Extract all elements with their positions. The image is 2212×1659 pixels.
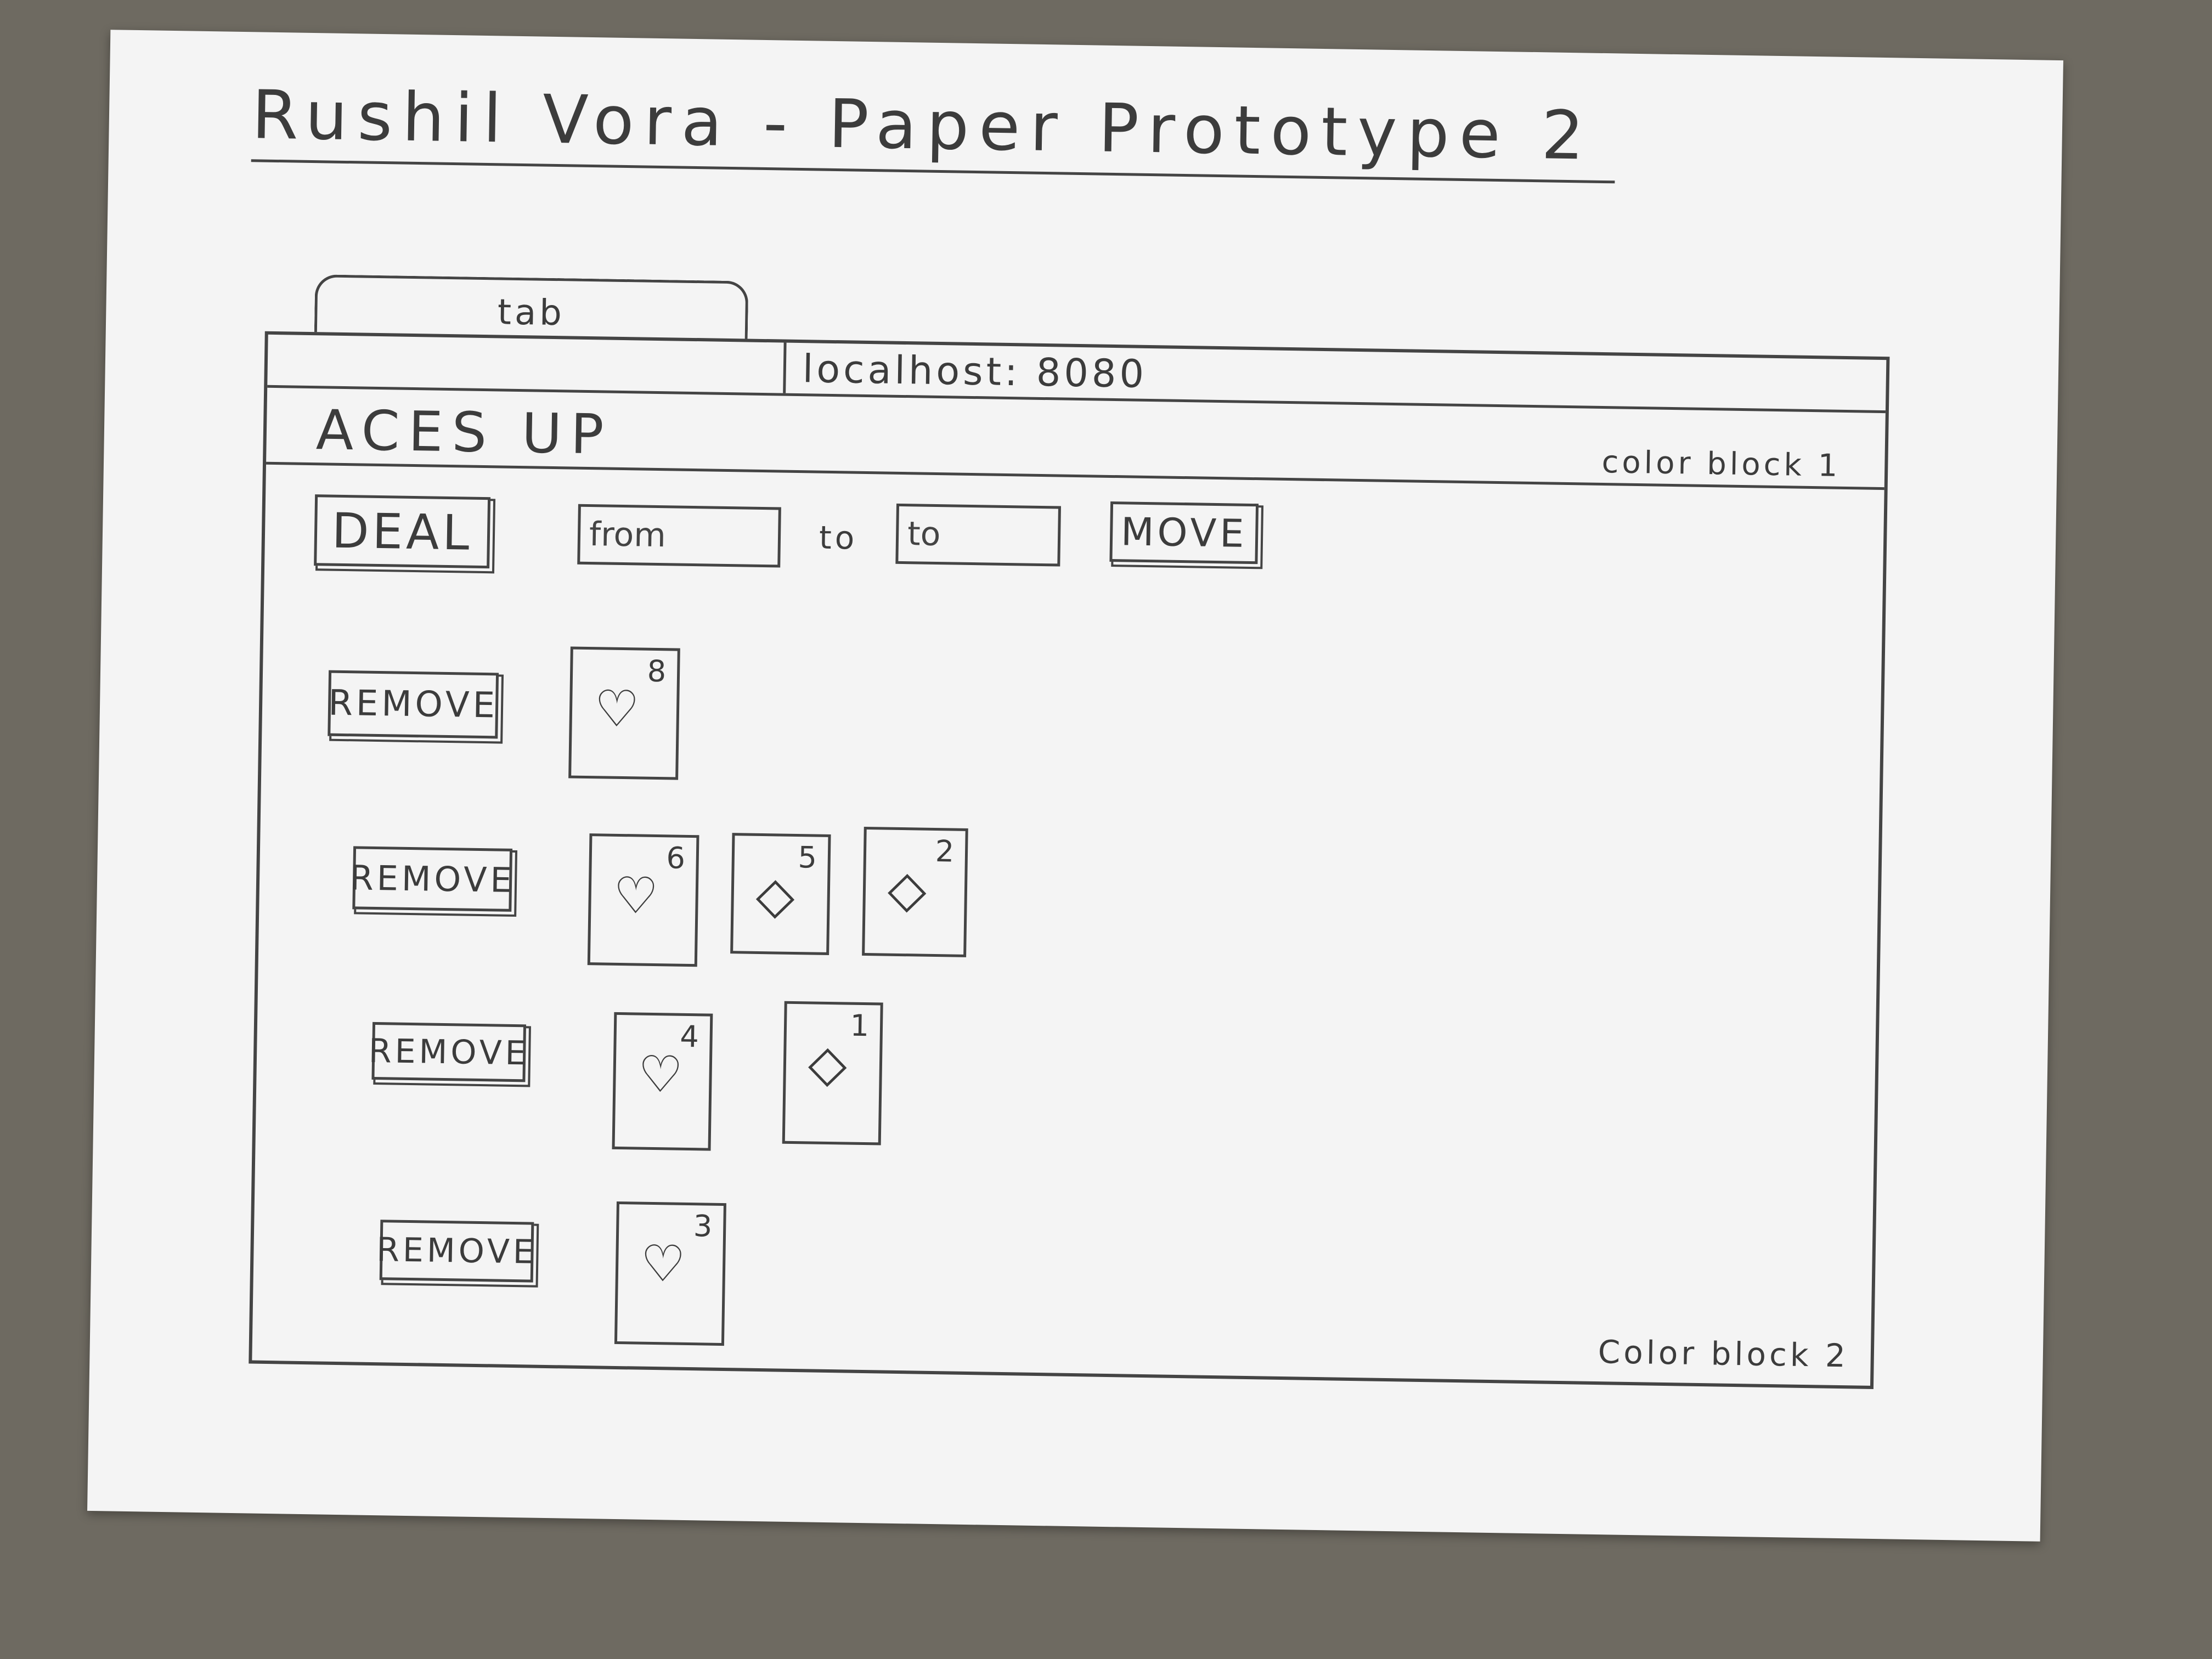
card-column-3-2[interactable]: 1 ◇ bbox=[782, 1001, 883, 1146]
card-rank: 5 bbox=[798, 840, 821, 875]
card-rank: 2 bbox=[935, 834, 958, 869]
remove-button-column-1[interactable]: REMOVE bbox=[328, 670, 499, 739]
browser-tab-label: tab bbox=[497, 292, 566, 334]
app-title: ACES UP bbox=[315, 398, 613, 467]
heart-icon: ♡ bbox=[640, 1234, 690, 1294]
card-column-4-1[interactable]: 3 ♡ bbox=[614, 1201, 726, 1346]
sheet-title: Rushil Vora - Paper Prototype 2 bbox=[251, 76, 1617, 184]
heart-icon: ♡ bbox=[637, 1045, 687, 1104]
remove-button-column-2[interactable]: REMOVE bbox=[349, 846, 515, 912]
url-text[interactable]: localhost: 8080 bbox=[802, 346, 1148, 397]
move-button[interactable]: MOVE bbox=[1109, 501, 1259, 565]
card-rank: 8 bbox=[647, 653, 670, 689]
remove-button-column-3[interactable]: REMOVE bbox=[368, 1022, 529, 1082]
diamond-icon: ◇ bbox=[808, 1034, 851, 1093]
from-field[interactable] bbox=[577, 504, 781, 568]
color-block-2-label: Color block 2 bbox=[1598, 1333, 1849, 1375]
address-bar-divider bbox=[783, 342, 787, 393]
card-rank: 3 bbox=[693, 1209, 716, 1244]
card-column-2-1[interactable]: 6 ♡ bbox=[587, 833, 699, 967]
deal-button[interactable]: DEAL bbox=[314, 494, 491, 569]
card-column-3-1[interactable]: 4 ♡ bbox=[612, 1012, 713, 1151]
card-column-1-1[interactable]: 8 ♡ bbox=[568, 646, 680, 780]
card-column-2-2[interactable]: 5 ◇ bbox=[730, 833, 831, 955]
diamond-icon: ◇ bbox=[755, 865, 799, 926]
heart-icon: ♡ bbox=[612, 866, 663, 926]
browser-window: localhost: 8080 ACES UP color block 1 DE… bbox=[249, 331, 1890, 1389]
card-rank: 1 bbox=[850, 1008, 873, 1043]
color-block-1-label: color block 1 bbox=[1601, 444, 1841, 484]
card-rank: 6 bbox=[665, 840, 689, 876]
diamond-icon: ◇ bbox=[887, 859, 930, 919]
paper-sheet: Rushil Vora - Paper Prototype 2 tab loca… bbox=[87, 30, 2063, 1542]
to-label: to bbox=[819, 518, 858, 557]
heart-icon: ♡ bbox=[594, 679, 644, 739]
card-column-2-3[interactable]: 2 ◇ bbox=[862, 826, 968, 957]
remove-button-column-4[interactable]: REMOVE bbox=[376, 1220, 537, 1283]
to-field[interactable] bbox=[895, 503, 1061, 567]
